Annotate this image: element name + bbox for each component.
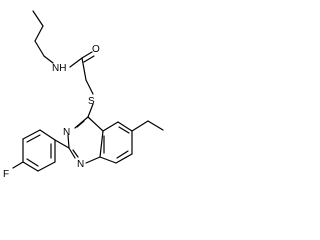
bond (99, 156, 117, 164)
ring-nitrogen-1-label: N (77, 159, 84, 170)
molecule-canvas: NH O S N N F (0, 0, 176, 194)
amide-nitrogen-label: NH (52, 63, 66, 74)
bond (69, 57, 83, 68)
bond (37, 161, 56, 172)
atom-labels: NH O S N N F (3, 44, 100, 180)
bond (102, 121, 119, 132)
bond (54, 139, 70, 149)
bond (85, 156, 101, 164)
bond (34, 40, 45, 57)
bond (39, 129, 56, 141)
bond (83, 55, 95, 63)
bond (131, 120, 149, 132)
bond (76, 120, 85, 128)
bond (87, 103, 94, 118)
bond (72, 149, 79, 158)
bond (115, 153, 133, 164)
bond (22, 161, 39, 172)
carbonyl-oxygen-label: O (92, 44, 100, 55)
bond (116, 150, 129, 159)
ring-nitrogen-3-label: N (63, 127, 70, 138)
fluorine-label: F (3, 169, 9, 180)
bond (117, 121, 133, 132)
bond (26, 158, 39, 167)
bond (22, 129, 41, 140)
bond (34, 25, 44, 42)
bond (68, 147, 76, 159)
sulfur-label: S (88, 96, 95, 107)
bond (85, 79, 94, 95)
bond (12, 161, 24, 169)
bond (81, 57, 87, 81)
bond (67, 134, 70, 149)
bond (32, 10, 44, 27)
structure-diagram: NH O S N N F (3, 10, 164, 180)
bond (43, 55, 54, 64)
bond (81, 51, 93, 59)
bond (147, 120, 164, 131)
bond (87, 116, 104, 132)
bond (99, 130, 104, 158)
bond (118, 126, 130, 134)
bonds (12, 10, 164, 172)
bond (26, 134, 41, 143)
